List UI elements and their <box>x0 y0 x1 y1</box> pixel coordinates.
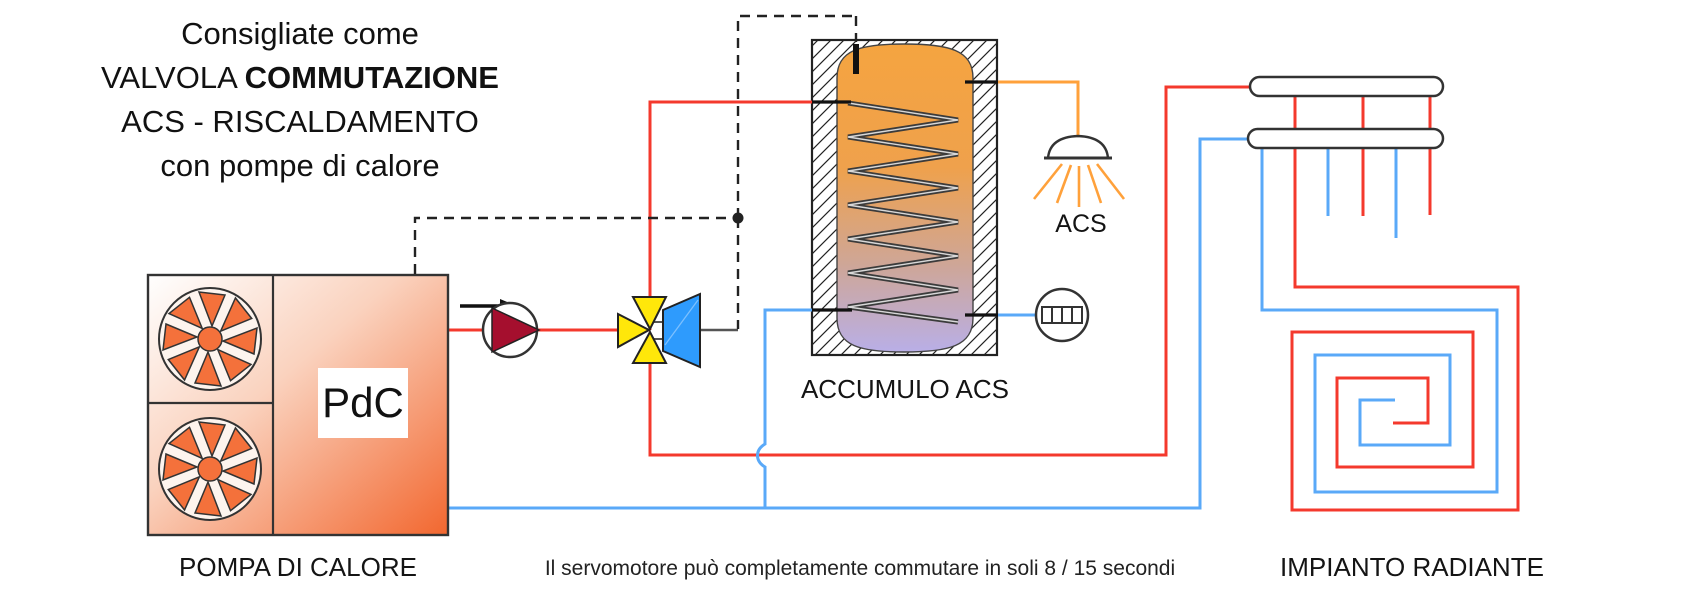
junction-dot-icon <box>732 212 744 224</box>
water-meter-icon <box>1034 287 1090 343</box>
heat-pump-unit <box>146 273 450 537</box>
fan-icon <box>158 287 262 391</box>
radiant-floor-spiral <box>1260 95 1520 512</box>
diverter-valve-icon <box>617 296 668 364</box>
heat-pump-caption: POMPA DI CALORE <box>179 552 417 582</box>
pump-icon <box>481 301 541 359</box>
tank-sensor-icon <box>853 44 859 74</box>
pipe-dhw-orange <box>998 80 1080 138</box>
pipe-red-supply <box>448 85 1250 457</box>
manifold <box>1246 75 1445 150</box>
title-line-4: con pompe di calore <box>160 148 440 183</box>
title-block: Consigliate come VALVOLA COMMUTAZIONE AC… <box>58 12 542 188</box>
spiral-red <box>1290 95 1520 512</box>
shower-icon <box>1032 134 1126 207</box>
spiral-blue <box>1260 148 1499 494</box>
title-line-3: ACS - RISCALDAMENTO <box>121 104 479 139</box>
title-line-2: VALVOLA COMMUTAZIONE <box>101 60 499 95</box>
title-line-1: Consigliate come <box>181 16 419 51</box>
servomotor-note: Il servomotore può completamente commuta… <box>544 557 1176 580</box>
control-line-dashed <box>413 14 858 329</box>
pipe-blue-return <box>448 137 1250 510</box>
fan-icon <box>158 417 262 521</box>
tank-caption: ACCUMULO ACS <box>800 374 1010 404</box>
actuator-icon <box>662 292 701 369</box>
radiant-caption: IMPIANTO RADIANTE <box>1280 552 1544 582</box>
manifold-return-bar <box>1246 127 1445 150</box>
manifold-supply-bar <box>1248 75 1445 98</box>
pdc-label-plate <box>318 368 408 438</box>
coil-icon <box>847 100 959 325</box>
shower-caption: ACS <box>1055 210 1107 238</box>
tank-port-stubs <box>812 80 998 317</box>
storage-tank <box>810 38 999 357</box>
heat-pump-box-label: PdC <box>322 379 404 426</box>
